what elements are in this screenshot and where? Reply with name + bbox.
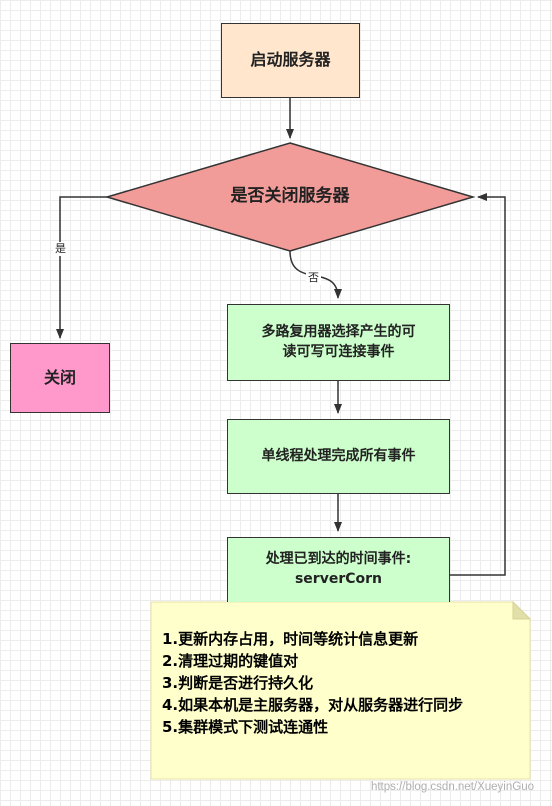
note-item: 3.判断是否进行持久化 [162, 674, 314, 692]
note-fold [512, 600, 532, 620]
note-shape [150, 601, 531, 780]
start-node-label: 启动服务器 [250, 50, 331, 70]
handle-all-node-label: 单线程处理完成所有事件 [261, 447, 416, 464]
time-event-node-label: 处理已到达的时间事件: serverCorn [265, 551, 412, 587]
yes-label: 是 [53, 242, 68, 256]
multiplex-node-label: 多路复用器选择产生的可 读可写可连接事件 [261, 323, 416, 360]
watermark: https://blog.csdn.net/XueyinGuo [370, 781, 534, 793]
note-item: 2.清理过期的键值对 [162, 652, 299, 670]
decision-node-label: 是否关闭服务器 [230, 186, 350, 207]
close-node: 关闭 [10, 343, 110, 413]
handle-all-node: 单线程处理完成所有事件 [227, 419, 450, 494]
close-node-label: 关闭 [43, 367, 76, 387]
note-item: 5.集群模式下测试连通性 [162, 718, 329, 736]
edge-decision-to-close-yes [56, 196, 107, 339]
note-item: 4.如果本机是主服务器，对从服务器进行同步 [162, 696, 464, 714]
no-label: 否 [306, 271, 321, 285]
multiplex-node: 多路复用器选择产生的可 读可写可连接事件 [227, 304, 450, 381]
start-node: 启动服务器 [221, 23, 360, 98]
note-item: 1.更新内存占用，时间等统计信息更新 [162, 630, 419, 648]
decision-node: 是否关闭服务器 [190, 180, 390, 214]
time-event-node: 处理已到达的时间事件: serverCorn [227, 537, 450, 602]
edge-time-event-loop-back [449, 193, 506, 576]
note-list: 1.更新内存占用，时间等统计信息更新 2.清理过期的键值对 3.判断是否进行持久… [162, 628, 532, 738]
